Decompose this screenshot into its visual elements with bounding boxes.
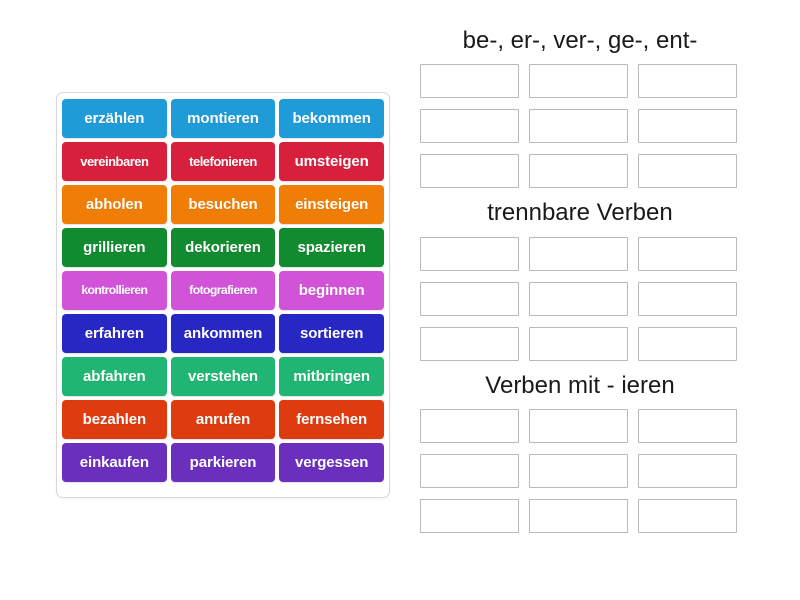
word-tile[interactable]: bekommen (279, 99, 384, 138)
category-title: Verben mit - ieren (485, 371, 675, 399)
dropzone-slot[interactable] (420, 109, 519, 144)
word-tile[interactable]: verstehen (170, 357, 276, 396)
dropzone-slot[interactable] (420, 409, 519, 444)
dropzone-slot[interactable] (420, 236, 519, 271)
dropzone-slot[interactable] (638, 154, 737, 189)
dropzone-slot[interactable] (529, 454, 628, 489)
word-tile[interactable]: dekorieren (170, 228, 276, 267)
dropzone-slot[interactable] (420, 499, 519, 534)
dropzone-slot[interactable] (529, 64, 628, 99)
word-tile[interactable]: mitbringen (279, 357, 384, 396)
category-column: be-, er-, ver-, ge-, ent-trennbare Verbe… (412, 22, 748, 539)
category-section: be-, er-, ver-, ge-, ent- (412, 22, 748, 189)
dropzone-slot[interactable] (638, 326, 737, 361)
word-tile[interactable]: ankommen (170, 314, 276, 353)
word-tile[interactable]: erzählen (62, 99, 167, 138)
word-tile[interactable]: vereinbaren (62, 142, 167, 181)
category-title: be-, er-, ver-, ge-, ent- (462, 27, 698, 54)
word-tile[interactable]: telefonieren (170, 142, 276, 181)
category-section: Verben mit - ieren (412, 367, 748, 534)
dropzone-slot[interactable] (638, 409, 737, 444)
word-tile[interactable]: abfahren (62, 357, 167, 396)
dropzone-slot[interactable] (638, 236, 737, 271)
category-title: trennbare Verben (487, 199, 673, 227)
dropzone-slot[interactable] (420, 64, 519, 99)
dropzone-slot[interactable] (638, 64, 737, 99)
word-tile[interactable]: einsteigen (279, 185, 384, 224)
dropzone-slot[interactable] (529, 499, 628, 534)
word-tile[interactable]: grillieren (62, 228, 167, 267)
dropzone-slot[interactable] (638, 281, 737, 316)
word-tile[interactable]: kontrollieren (62, 271, 167, 310)
word-tile[interactable]: anrufen (170, 400, 276, 439)
dropzone-grid (412, 236, 748, 361)
word-tile[interactable]: beginnen (279, 271, 384, 310)
dropzone-slot[interactable] (638, 109, 737, 144)
dropzone-grid (412, 64, 748, 189)
dropzone-slot[interactable] (529, 109, 628, 144)
word-tile[interactable]: umsteigen (279, 142, 384, 181)
dropzone-slot[interactable] (529, 281, 628, 316)
dropzone-slot[interactable] (529, 409, 628, 444)
word-tile[interactable]: bezahlen (62, 400, 167, 439)
dropzone-slot[interactable] (529, 236, 628, 271)
word-tile[interactable]: besuchen (170, 185, 276, 224)
word-tile[interactable]: parkieren (170, 443, 276, 482)
dropzone-slot[interactable] (529, 154, 628, 189)
dropzone-grid (412, 409, 748, 534)
word-tile[interactable]: fotografieren (170, 271, 276, 310)
word-tile[interactable]: abholen (62, 185, 167, 224)
category-section: trennbare Verben (412, 194, 748, 361)
dropzone-slot[interactable] (529, 326, 628, 361)
dropzone-slot[interactable] (420, 326, 519, 361)
word-tile[interactable]: fernsehen (279, 400, 384, 439)
dropzone-slot[interactable] (420, 454, 519, 489)
word-tile[interactable]: sortieren (279, 314, 384, 353)
word-tile[interactable]: montieren (170, 99, 276, 138)
dropzone-slot[interactable] (638, 454, 737, 489)
dropzone-slot[interactable] (420, 154, 519, 189)
word-tile[interactable]: vergessen (279, 443, 384, 482)
dropzone-slot[interactable] (638, 499, 737, 534)
word-tile[interactable]: einkaufen (62, 443, 167, 482)
word-tile[interactable]: erfahren (62, 314, 167, 353)
word-tile[interactable]: spazieren (279, 228, 384, 267)
dropzone-slot[interactable] (420, 281, 519, 316)
